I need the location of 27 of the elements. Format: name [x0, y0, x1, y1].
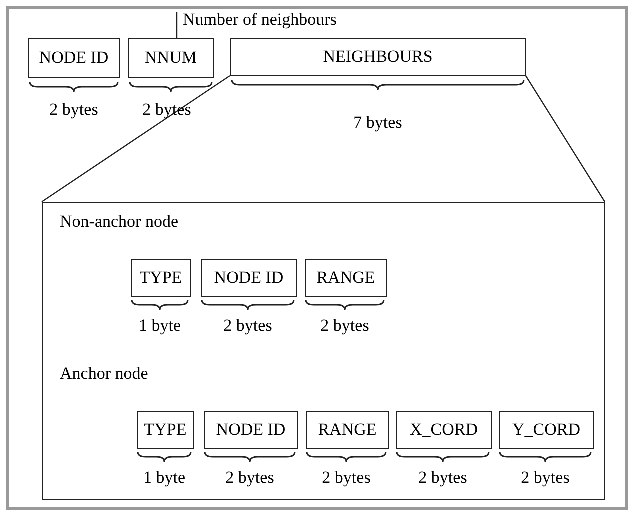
- byte-size-label: 2 bytes: [321, 468, 372, 488]
- expansion-lines: [41, 75, 606, 203]
- leader-line: [176, 12, 178, 38]
- field-box: NEIGHBOURS: [230, 38, 526, 76]
- field-box: NODE ID: [28, 38, 120, 78]
- byte-size-label: 2 bytes: [224, 468, 276, 488]
- field-box: NODE ID: [204, 411, 298, 449]
- field-box: X_CORD: [396, 411, 492, 449]
- field-box: NNUM: [128, 38, 214, 78]
- expanded-panel: [42, 202, 605, 500]
- section-heading: Non-anchor node: [60, 212, 178, 232]
- byte-size-label: 2 bytes: [222, 316, 274, 336]
- byte-size-label: 2 bytes: [48, 100, 100, 120]
- byte-size-label: 2 bytes: [520, 468, 571, 488]
- field-box: TYPE: [137, 411, 194, 449]
- byte-size-label: 1 byte: [142, 468, 187, 488]
- field-box: RANGE: [305, 259, 387, 297]
- field-box: Y_CORD: [499, 411, 594, 449]
- field-box: RANGE: [306, 411, 389, 449]
- section-heading: Anchor node: [60, 364, 148, 384]
- byte-size-label: 7 bytes: [352, 113, 404, 133]
- field-box: TYPE: [131, 259, 191, 297]
- annotation-text: Number of neighbours: [183, 10, 363, 32]
- byte-size-label: 2 bytes: [418, 468, 468, 488]
- byte-size-label: 2 bytes: [320, 316, 370, 336]
- field-box: NODE ID: [201, 259, 297, 297]
- byte-size-label: 1 byte: [138, 316, 182, 336]
